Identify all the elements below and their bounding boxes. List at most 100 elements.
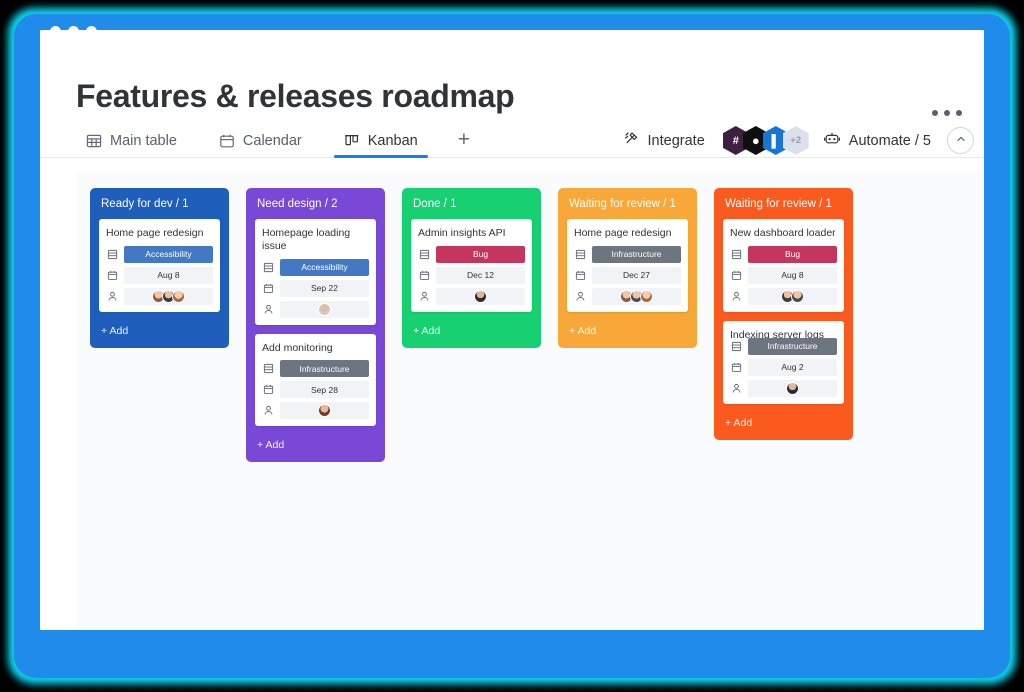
card-label-chip[interactable]: Infrastructure <box>748 337 837 355</box>
avatar-group <box>620 289 653 303</box>
status-icon <box>730 249 743 260</box>
add-card-button[interactable]: + Add <box>413 324 441 337</box>
card-people-cell[interactable] <box>280 300 369 318</box>
calendar-icon <box>730 362 743 373</box>
menu-dot <box>932 110 938 116</box>
card-date-cell[interactable]: Sep 22 <box>280 279 369 297</box>
menu-dot <box>944 110 950 116</box>
card-status-row: Accessibility <box>262 258 369 276</box>
card-date-row: Aug 2 <box>730 358 837 376</box>
board-options-menu[interactable] <box>932 110 962 116</box>
card-title: Homepage loading issue <box>262 227 351 252</box>
card-label-chip[interactable]: Accessibility <box>280 258 369 276</box>
card-people-cell[interactable] <box>280 402 369 420</box>
calendar-icon <box>730 270 743 281</box>
card-status-row: Infrastructure <box>262 360 369 378</box>
card-people-row <box>730 287 837 305</box>
card-date-row: Sep 28 <box>262 381 369 399</box>
slack-glyph: # <box>732 134 739 147</box>
integrations-overflow-badge[interactable]: +2 <box>782 126 809 155</box>
card-status-row: Bug <box>730 245 837 263</box>
card-date-cell[interactable]: Dec 12 <box>436 266 525 284</box>
avatar[interactable] <box>791 289 804 303</box>
person-icon <box>418 291 431 302</box>
card-label-chip[interactable]: Bug <box>748 245 837 263</box>
avatar[interactable] <box>318 404 331 418</box>
app-header: Features & releases roadmap <box>40 30 984 158</box>
avatar[interactable] <box>474 289 487 303</box>
tab-calendar[interactable]: Calendar <box>209 123 312 158</box>
card-label-chip[interactable]: Bug <box>436 245 525 263</box>
card-date-cell[interactable]: Aug 2 <box>748 358 837 376</box>
kanban-icon <box>344 133 360 149</box>
table-icon <box>86 133 102 149</box>
avatar[interactable] <box>640 289 653 303</box>
tab-label: Main table <box>110 132 177 149</box>
card-date-row: Aug 8 <box>106 266 213 284</box>
robot-icon <box>823 130 841 152</box>
card-people-cell[interactable] <box>436 287 525 305</box>
card-status-row: Infrastructure <box>574 245 681 263</box>
card-people-row <box>418 287 525 305</box>
card-people-cell[interactable] <box>748 379 837 397</box>
avatar[interactable] <box>318 302 331 316</box>
card-date-cell[interactable]: Dec 27 <box>592 266 681 284</box>
avatar-group <box>786 381 799 395</box>
avatar[interactable] <box>786 381 799 395</box>
add-card-button[interactable]: + Add <box>101 324 129 337</box>
integrations-avatar-group[interactable]: # ● ▌ +2 <box>722 126 809 155</box>
card-people-cell[interactable] <box>748 287 837 305</box>
card-date-cell[interactable]: Aug 8 <box>124 266 213 284</box>
add-card-button[interactable]: + Add <box>569 324 597 337</box>
card-people-row <box>262 300 369 318</box>
card-status-row: Infrastructure <box>730 337 837 355</box>
card-date-cell[interactable]: Sep 28 <box>280 381 369 399</box>
column-title: Waiting for review / 1 <box>569 198 676 210</box>
card-title: New dashboard loader <box>730 227 836 239</box>
person-icon <box>730 383 743 394</box>
overflow-count: +2 <box>790 135 802 146</box>
card-status-row: Accessibility <box>106 245 213 263</box>
trello-glyph: ▌ <box>771 133 781 148</box>
add-view-button[interactable]: + <box>457 127 471 151</box>
automate-button[interactable]: Automate / 5 <box>817 130 937 152</box>
card-people-row <box>106 287 213 305</box>
card-date-cell[interactable]: Aug 8 <box>748 266 837 284</box>
collapse-header-button[interactable] <box>947 127 974 154</box>
status-icon <box>262 363 275 374</box>
avatar-group <box>152 289 185 303</box>
avatar[interactable] <box>172 289 185 303</box>
card-label-chip[interactable]: Infrastructure <box>592 245 681 263</box>
add-card-button[interactable]: + Add <box>725 416 753 429</box>
tab-kanban[interactable]: Kanban <box>333 123 428 158</box>
github-glyph: ● <box>751 133 760 148</box>
header-actions: Integrate # ● ▌ +2 <box>617 123 974 158</box>
tab-main-table[interactable]: Main table <box>76 123 187 158</box>
card-date-row: Dec 27 <box>574 266 681 284</box>
card-people-cell[interactable] <box>592 287 681 305</box>
card-label-chip[interactable]: Accessibility <box>124 245 213 263</box>
card-label-chip[interactable]: Infrastructure <box>280 360 369 378</box>
integrate-button[interactable]: Integrate <box>617 130 711 151</box>
person-icon <box>730 291 743 302</box>
column-title: Done / 1 <box>413 198 457 210</box>
calendar-icon <box>574 270 587 281</box>
add-card-button[interactable]: + Add <box>257 439 285 452</box>
browser-window-frame: Features & releases roadmap <box>14 14 1010 678</box>
menu-dot <box>956 110 962 116</box>
status-icon <box>730 341 743 352</box>
person-icon <box>262 304 275 315</box>
status-icon <box>262 262 275 273</box>
card-people-cell[interactable] <box>124 287 213 305</box>
